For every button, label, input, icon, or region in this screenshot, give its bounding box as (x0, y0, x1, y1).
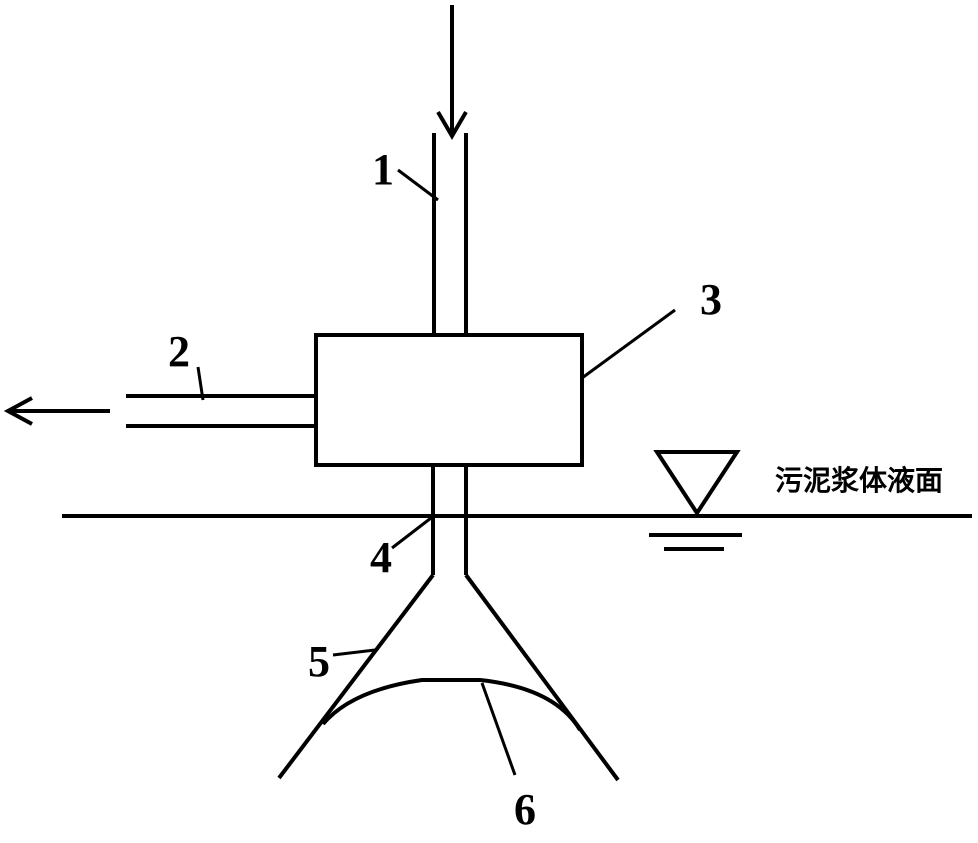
label-part-1: 1 (372, 145, 394, 194)
label-part-6: 6 (514, 785, 536, 834)
leader-line-1 (397, 168, 439, 202)
separator-box (314, 333, 584, 467)
leader-line-5 (332, 648, 376, 657)
leader-line-2 (196, 366, 205, 401)
water-level-symbol (649, 450, 742, 551)
arc-screen (321, 678, 582, 732)
label-part-3: 3 (700, 275, 722, 324)
label-part-2: 2 (168, 327, 190, 376)
leader-line-4 (391, 516, 432, 550)
leader-line-3 (581, 308, 676, 380)
suction-pipe (431, 465, 468, 575)
inlet-pipe (432, 133, 468, 335)
inflow-arrow (436, 5, 468, 140)
outflow-arrow (3, 396, 110, 426)
label-part-4: 4 (370, 533, 392, 582)
leader-line-6 (480, 682, 517, 776)
outlet-pipe (126, 394, 316, 428)
label-part-5: 5 (308, 637, 330, 686)
surface-label: 污泥浆体液面 (775, 464, 943, 497)
suction-hood (277, 573, 620, 782)
